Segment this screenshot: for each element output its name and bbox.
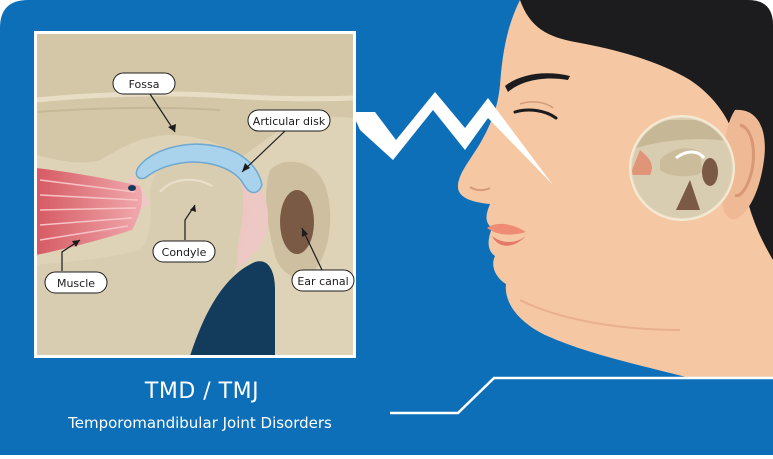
joint-magnifier-icon	[630, 116, 734, 220]
caption-title: TMD / TMJ	[144, 379, 259, 404]
ear-canal-opening	[280, 190, 314, 254]
muscle-label-text: Muscle	[57, 277, 95, 290]
articular-disk-label-text: Articular disk	[253, 115, 326, 128]
joint-detail-inset: Fossa Articular disk Condyle Muscle	[34, 31, 356, 358]
ear-canal-label-text: Ear canal	[297, 275, 348, 288]
caption-subtitle: Temporomandibular Joint Disorders	[67, 414, 332, 432]
fossa-label-text: Fossa	[129, 78, 160, 91]
condyle-label-text: Condyle	[162, 246, 207, 259]
